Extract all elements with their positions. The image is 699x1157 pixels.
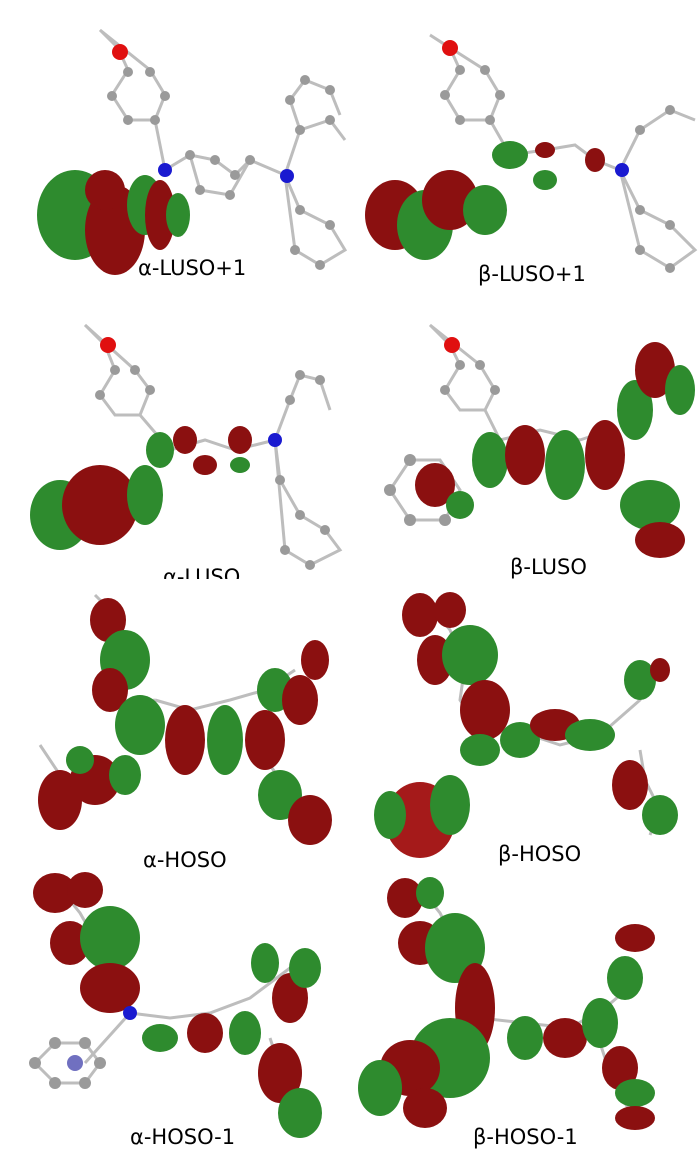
panel-label: β-LUSO	[510, 555, 587, 579]
molecule-orbital-render	[30, 323, 343, 570]
panel-label: α-LUSO+1	[138, 256, 247, 280]
panel-alpha-luso: α-LUSO	[0, 290, 349, 579]
orbital-lobes	[33, 872, 322, 1138]
panel-label: α-HOSO	[143, 848, 227, 869]
panel-label: α-HOSO-1	[130, 1125, 236, 1149]
orbital-lobes	[374, 592, 678, 858]
molecule-orbital-render	[384, 323, 695, 558]
panel-beta-luso-plus1: β-LUSO+1	[350, 0, 699, 289]
panel-label: β-LUSO+1	[478, 262, 586, 286]
panel-label: β-HOSO	[498, 842, 582, 866]
orbital-lobes	[30, 426, 252, 550]
orbital-lobes	[358, 877, 655, 1130]
orbital-lobes	[365, 141, 605, 260]
panel-beta-hoso-minus1: β-HOSO-1	[350, 868, 699, 1157]
panel-alpha-hoso: α-HOSO	[0, 580, 349, 869]
molecule-orbital-render	[38, 593, 332, 845]
orbital-lobes	[415, 342, 695, 558]
molecule-orbital-render	[29, 872, 322, 1138]
molecule-orbital-render	[374, 592, 678, 858]
orbital-lobes	[37, 170, 190, 275]
panel-alpha-luso-plus1: α-LUSO+1	[0, 0, 349, 289]
molecule-orbital-render	[358, 877, 655, 1130]
molecule-orbital-render	[37, 28, 348, 275]
panel-alpha-hoso-minus1: α-HOSO-1	[0, 868, 349, 1157]
orbital-lobes	[38, 598, 332, 845]
panel-label: α-LUSO	[163, 565, 241, 579]
panel-label: β-HOSO-1	[473, 1125, 578, 1149]
panel-beta-hoso: β-HOSO	[350, 580, 699, 869]
molecule-orbital-render	[365, 33, 698, 273]
panel-beta-luso: β-LUSO	[350, 290, 699, 579]
